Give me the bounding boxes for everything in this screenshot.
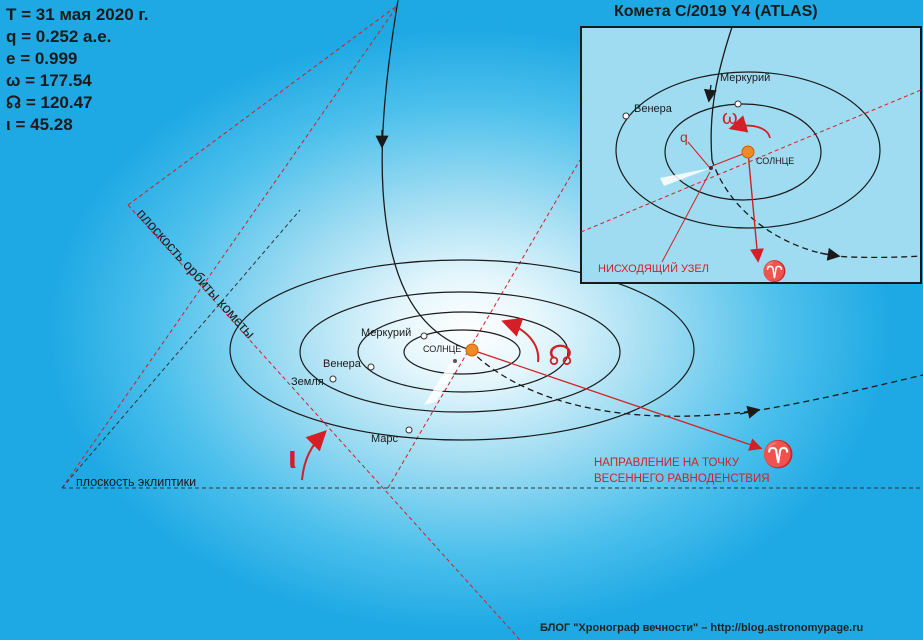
comet-orbit-arrow-2: [739, 405, 761, 419]
param-q: q = 0.252 а.е.: [6, 27, 112, 46]
inset-omega-arc: [728, 115, 771, 139]
ecliptic-plane-outline: [61, 209, 923, 489]
inset-vernal-arrow: [747, 151, 764, 263]
orbital-elements: T = 31 мая 2020 г. q = 0.252 а.е. e = 0.…: [6, 4, 149, 136]
param-e: e = 0.999: [6, 49, 78, 68]
comet-orbit-dashed: [469, 349, 923, 417]
aries-symbol: ♈: [762, 439, 794, 469]
inset-mercury-label: Меркурий: [720, 72, 770, 84]
inset-mercury-marker: [734, 100, 742, 108]
sun-label: СОЛНЦЕ: [423, 344, 461, 354]
footer-credit: БЛОГ "Хронограф вечности" – http://blog.…: [540, 622, 864, 634]
inset-venus-orbit: [615, 71, 881, 229]
mars-marker: [405, 426, 413, 434]
inset-comet-icon: [709, 166, 713, 170]
param-omega: ω = 177.54: [6, 71, 92, 90]
vernal-label-1: НАПРАВЛЕНИЕ НА ТОЧКУ: [594, 457, 740, 469]
param-T: T = 31 мая 2020 г.: [6, 5, 149, 24]
inset-omega-symbol: ω: [722, 107, 738, 129]
inclination-arc-arrow: [301, 430, 327, 481]
mars-orbit: [229, 259, 695, 441]
mars-label: Марс: [371, 433, 399, 445]
venus-orbit: [357, 311, 569, 393]
inset-sun-icon: [741, 145, 755, 159]
planet-orbits: [229, 259, 695, 441]
inset-q-symbol: q: [680, 129, 688, 145]
inset-aries-symbol: ♈: [762, 259, 787, 283]
inset-mercury-orbit: [664, 103, 822, 201]
comet-orbit-solid: [381, 0, 471, 351]
inset-venus-marker: [622, 112, 630, 120]
earth-label: Земля: [291, 376, 324, 388]
inclination-symbol: ι: [288, 439, 297, 475]
inset-node-line: [581, 89, 921, 233]
comet-tail: [424, 360, 458, 405]
param-node: ☊ = 120.47: [6, 93, 93, 112]
inset-descending-node-label: НИСХОДЯЩИЙ УЗЕЛ: [598, 262, 709, 275]
mercury-marker: [420, 332, 428, 340]
inset-comet-arrow: [703, 84, 717, 103]
sun-icon: [465, 343, 479, 357]
node-arc-arrow: [501, 317, 540, 363]
inset-descnode-pointer: [661, 171, 711, 263]
orbit-plane-outline: [61, 4, 581, 640]
inset-comet-arrow-2: [819, 247, 841, 261]
ecliptic-plane-label: плоскость эклиптики: [76, 475, 196, 489]
param-incl: ι = 45.28: [6, 115, 73, 134]
vernal-direction-line: [471, 349, 763, 451]
inset-q-line: [687, 141, 711, 169]
inset-sun-label: СОЛНЦЕ: [756, 156, 794, 166]
inset-comet-tail: [660, 168, 711, 186]
earth-marker: [329, 375, 337, 383]
comet-icon: [453, 359, 457, 363]
mercury-orbit: [403, 329, 521, 375]
vernal-label-2: ВЕСЕННЕГО РАВНОДЕНСТВИЯ: [594, 473, 770, 485]
earth-orbit: [299, 291, 621, 413]
inset-venus-label: Венера: [634, 103, 673, 115]
diagram-title: Комета C/2019 Y4 (ATLAS): [614, 3, 818, 20]
venus-label: Венера: [323, 358, 362, 370]
inset-comet-orbit-dashed: [711, 159, 921, 259]
node-symbol: ☊: [548, 340, 573, 371]
mercury-label: Меркурий: [361, 327, 411, 339]
venus-marker: [367, 363, 375, 371]
